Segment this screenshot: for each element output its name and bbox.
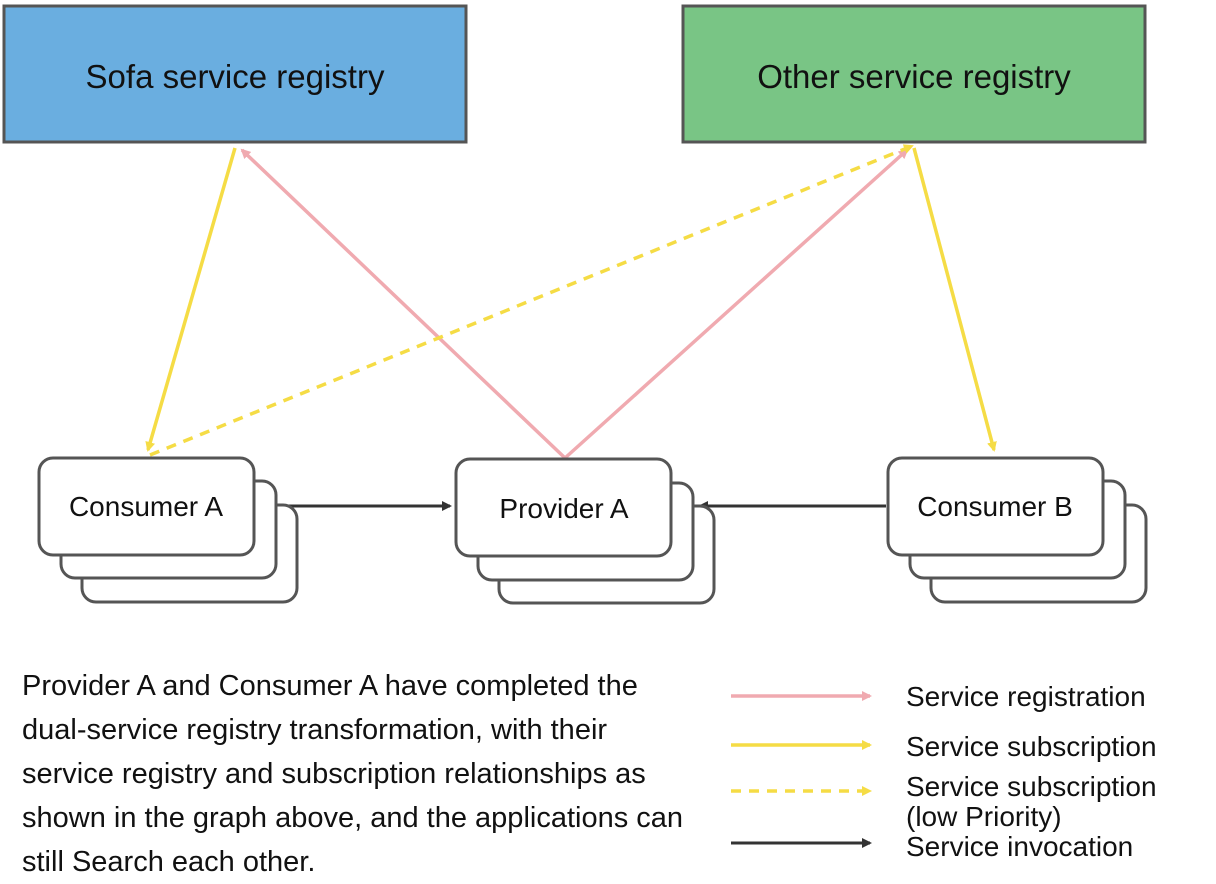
provider-a-node: Provider A [454,457,716,605]
provider-a-label: Provider A [499,493,628,524]
description-line: Provider A and Consumer A have completed… [22,670,638,702]
description-line: service registry and subscription relati… [22,758,646,790]
subscription-arrow-sofa-to-consumer-a [145,147,237,452]
consumer-b-label: Consumer B [917,491,1073,522]
consumer-b-node: Consumer B [886,456,1148,604]
registration-arrow-provider-to-sofa [240,148,567,460]
sofa-registry-label: Sofa service registry [86,58,385,95]
description-line: shown in the graph above, and the applic… [22,802,684,834]
description-line: still Search each other. [22,846,316,878]
other-registry: Other service registry [681,4,1147,144]
registration-arrow-provider-to-other [563,148,909,460]
consumer-a-node: Consumer A [37,456,299,604]
legend-subscription-label: Service subscription [906,731,1157,762]
consumer-a-label: Consumer A [69,491,223,522]
subscription-arrow-other-to-consumer-b [912,147,997,452]
legend-invocation-label: Service invocation [906,831,1133,862]
low-priority-subscription-arrow [149,144,914,457]
description-line: dual-service registry transformation, wi… [22,714,608,746]
other-registry-label: Other service registry [757,58,1071,95]
legend-registration-label: Service registration [906,681,1146,712]
legend: Service registration Service subscriptio… [731,681,1157,862]
sofa-registry: Sofa service registry [2,4,468,144]
legend-low-priority-label-1: Service subscription [906,771,1157,802]
description-text: Provider A and Consumer A have completed… [22,664,722,884]
legend-low-priority-label-2: (low Priority) [906,801,1062,832]
